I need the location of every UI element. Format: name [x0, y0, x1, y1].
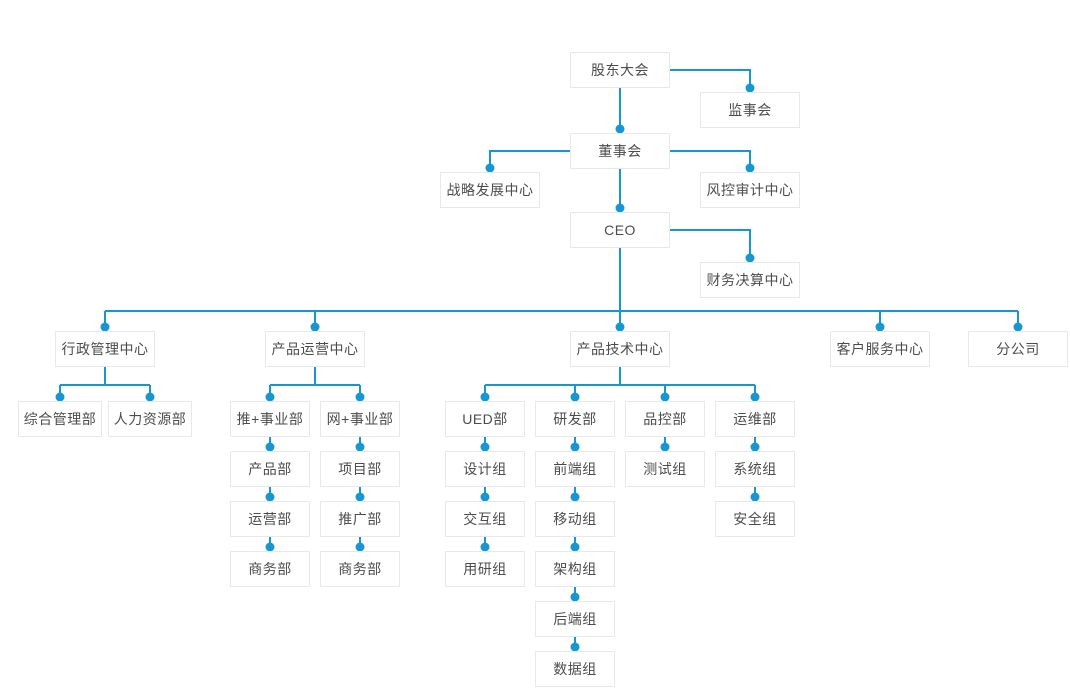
connector-lines-top	[104, 69, 1019, 327]
org-node-rd-dept: 研发部	[535, 401, 615, 437]
org-node-board-of-directors: 董事会	[570, 133, 670, 169]
org-node-tui-plus-bu: 推+事业部	[230, 401, 310, 437]
connection-dot	[355, 392, 365, 402]
org-node-branch-company: 分公司	[968, 331, 1068, 367]
connection-dot	[745, 253, 755, 263]
org-node-user-research-group: 用研组	[445, 551, 525, 587]
connection-dot	[660, 442, 670, 452]
connection-dot	[265, 392, 275, 402]
org-node-interaction-group: 交互组	[445, 501, 525, 537]
connection-dot	[480, 542, 490, 552]
connection-dot	[145, 392, 155, 402]
org-node-product-ops-center: 产品运营中心	[265, 331, 365, 367]
org-node-customer-service-center: 客户服务中心	[830, 331, 930, 367]
connection-dot	[570, 592, 580, 602]
connection-dot	[100, 322, 110, 332]
org-node-shareholders-meeting: 股东大会	[570, 52, 670, 88]
org-node-product-dept: 产品部	[230, 451, 310, 487]
connector-lines-chains	[269, 437, 756, 647]
org-node-backend-group: 后端组	[535, 601, 615, 637]
connection-dot	[750, 392, 760, 402]
org-node-supervisory-board: 监事会	[700, 92, 800, 128]
org-node-strategy-dev-center: 战略发展中心	[440, 172, 540, 208]
org-node-data-group: 数据组	[535, 651, 615, 687]
connection-dot	[310, 322, 320, 332]
connection-dot	[615, 203, 625, 213]
connection-dot	[480, 442, 490, 452]
connection-dot	[750, 442, 760, 452]
connection-dot	[265, 492, 275, 502]
org-node-qc-dept: 品控部	[625, 401, 705, 437]
connection-dot	[745, 163, 755, 173]
org-node-project-dept: 项目部	[320, 451, 400, 487]
connection-dot	[265, 442, 275, 452]
org-node-business-dept-1: 商务部	[230, 551, 310, 587]
connection-dot	[745, 83, 755, 93]
connection-dot	[355, 492, 365, 502]
connection-dot	[480, 392, 490, 402]
org-node-ceo: CEO	[570, 212, 670, 248]
org-node-frontend-group: 前端组	[535, 451, 615, 487]
org-node-wang-plus-bu: 网+事业部	[320, 401, 400, 437]
connection-dot	[750, 492, 760, 502]
connection-dot	[570, 542, 580, 552]
connector-dots	[55, 83, 1023, 652]
connection-dot	[485, 163, 495, 173]
org-node-general-mgmt-dept: 综合管理部	[18, 401, 102, 437]
connection-dot	[570, 642, 580, 652]
org-node-security-group: 安全组	[715, 501, 795, 537]
org-node-hr-dept: 人力资源部	[108, 401, 192, 437]
connection-dot	[355, 442, 365, 452]
connection-dot	[615, 124, 625, 134]
org-node-design-group: 设计组	[445, 451, 525, 487]
org-node-admin-mgmt-center: 行政管理中心	[55, 331, 155, 367]
connection-dot	[55, 392, 65, 402]
org-node-risk-audit-center: 风控审计中心	[700, 172, 800, 208]
org-node-finance-settlement-center: 财务决算中心	[700, 262, 800, 298]
connection-dot	[480, 492, 490, 502]
connection-dot	[355, 542, 365, 552]
org-node-ued-dept: UED部	[445, 401, 525, 437]
org-node-system-group: 系统组	[715, 451, 795, 487]
connector-lines-branches	[59, 367, 756, 397]
org-node-promotion-dept: 推广部	[320, 501, 400, 537]
org-node-ops-dept: 运维部	[715, 401, 795, 437]
connection-dot	[570, 442, 580, 452]
connection-dot	[1013, 322, 1023, 332]
org-node-mobile-group: 移动组	[535, 501, 615, 537]
org-node-product-tech-center: 产品技术中心	[570, 331, 670, 367]
connection-dot	[570, 492, 580, 502]
connection-dot	[265, 542, 275, 552]
org-node-operations-dept: 运营部	[230, 501, 310, 537]
connection-dot	[875, 322, 885, 332]
connection-dot	[570, 392, 580, 402]
org-node-business-dept-2: 商务部	[320, 551, 400, 587]
org-node-architecture-group: 架构组	[535, 551, 615, 587]
connection-dot	[615, 322, 625, 332]
org-node-testing-group: 测试组	[625, 451, 705, 487]
connection-dot	[660, 392, 670, 402]
